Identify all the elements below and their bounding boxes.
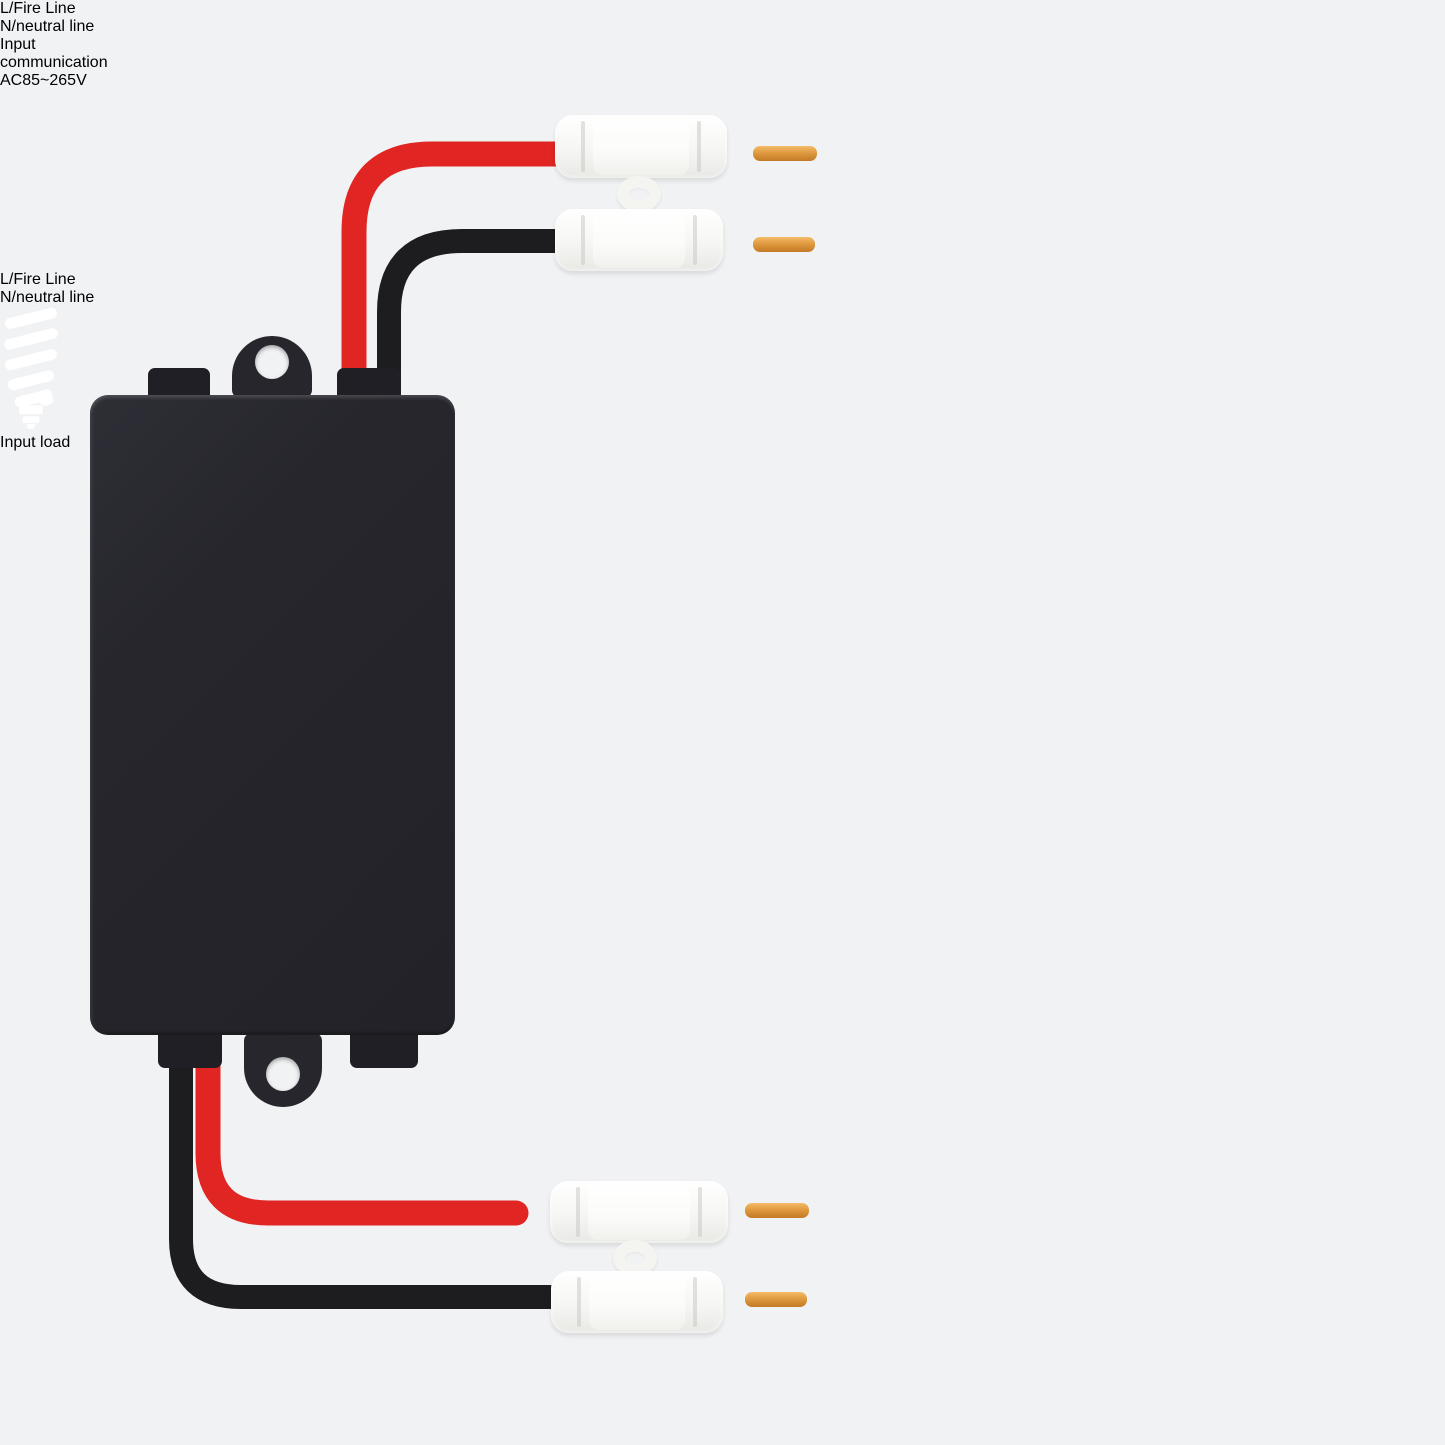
fire-line-label-top: L/Fire Line bbox=[0, 0, 76, 17]
connector-ridge bbox=[581, 215, 585, 265]
wire-connector-bottom-2 bbox=[551, 1271, 723, 1333]
input-communication-box: Input communication AC85~265V bbox=[0, 36, 243, 271]
copper-tip-bottom-fire bbox=[745, 1203, 809, 1218]
fire-wire-segment-bottom bbox=[808, 1197, 1052, 1226]
fire-wire-segment-top bbox=[817, 141, 1060, 169]
connector-center bbox=[588, 1183, 690, 1240]
connector-ridge bbox=[576, 1187, 580, 1237]
connector-center bbox=[589, 1273, 685, 1330]
device-tab-bottom-left bbox=[158, 1030, 222, 1068]
mounting-hole-bottom bbox=[266, 1057, 300, 1091]
neutral-wire-segment-bottom bbox=[808, 1288, 1052, 1316]
connector-ridge bbox=[698, 1187, 702, 1237]
wire-connector-bottom-1 bbox=[550, 1181, 728, 1243]
connector-ridge bbox=[693, 1277, 697, 1327]
device-tab-top-left bbox=[148, 368, 210, 400]
connector-ridge bbox=[581, 121, 585, 172]
input-communication-line-2: communication bbox=[0, 54, 108, 71]
device-tab-top-right bbox=[337, 368, 401, 400]
wire-connector-top-2 bbox=[555, 209, 723, 271]
bottom-fire-wire bbox=[195, 1029, 529, 1226]
top-neutral-wire bbox=[377, 229, 640, 398]
input-communication-line-1: Input bbox=[0, 36, 36, 53]
input-load-label: Input load bbox=[0, 434, 71, 451]
mounting-hole-top bbox=[255, 345, 289, 379]
input-load-box: Input load bbox=[0, 307, 250, 536]
mounting-ear-top bbox=[232, 336, 312, 398]
connector-center bbox=[593, 117, 689, 175]
cfl-bulb-icon bbox=[0, 307, 250, 434]
neutral-wire-segment-top bbox=[817, 224, 1058, 252]
bottom-neutral-wire bbox=[169, 1042, 640, 1309]
connector-ridge bbox=[577, 1277, 581, 1327]
copper-tip-top-neutral bbox=[753, 237, 815, 252]
copper-tip-top-fire bbox=[753, 146, 817, 161]
connector-ridge bbox=[697, 121, 701, 172]
input-communication-line-3: AC85~265V bbox=[0, 72, 87, 89]
copper-tip-bottom-neutral bbox=[745, 1292, 807, 1307]
top-fire-wire bbox=[341, 141, 640, 398]
neutral-line-label-top: N/neutral line bbox=[0, 18, 95, 35]
connector-link-ring-top bbox=[617, 176, 661, 212]
neutral-line-label-bottom: N/neutral line bbox=[0, 289, 95, 306]
connector-center bbox=[593, 211, 685, 268]
fire-line-label-bottom: L/Fire Line bbox=[0, 271, 76, 288]
mounting-ear-bottom bbox=[244, 1033, 322, 1107]
device-box bbox=[90, 395, 455, 1035]
connector-ridge bbox=[693, 215, 697, 265]
wire-connector-top-1 bbox=[555, 115, 727, 178]
device-tab-bottom-right bbox=[350, 1030, 418, 1068]
